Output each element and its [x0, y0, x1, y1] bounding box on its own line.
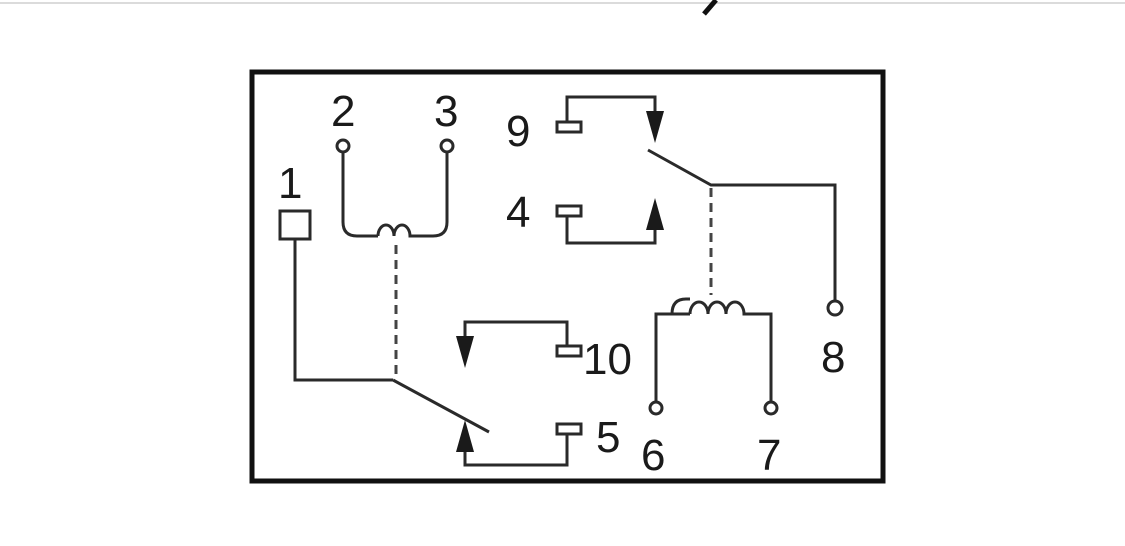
package-outline [249, 69, 886, 484]
pin-4-terminal [555, 204, 583, 218]
pin-5-terminal [555, 422, 583, 436]
coil-b [648, 297, 779, 416]
pin-label-4: 4 [506, 188, 530, 237]
pin-10-terminal [555, 344, 583, 358]
pin-label-5: 5 [596, 413, 620, 462]
arrow-up-a [456, 420, 474, 452]
arrow-down-a [456, 336, 474, 368]
pin-7-terminal [763, 400, 779, 416]
switch-b-blade [647, 148, 837, 300]
pin-9-terminal [555, 120, 583, 134]
coil-a [335, 138, 455, 378]
coil-a-winding [376, 223, 412, 238]
pin-label-8: 8 [821, 333, 845, 382]
coil-b-winding [670, 297, 746, 316]
pin-label-3: 3 [434, 87, 458, 136]
cropped-glyph [702, 0, 718, 16]
pin-label-2: 2 [331, 87, 355, 136]
pin-1-terminal [278, 209, 312, 241]
pin-label-1: 1 [278, 159, 302, 208]
switch-b [555, 95, 844, 317]
pin-6-terminal [648, 400, 664, 416]
pin-3-terminal [439, 138, 455, 154]
pin-label-6: 6 [641, 431, 665, 480]
switch-a [278, 209, 583, 467]
switch-a-blade [392, 378, 490, 434]
pin-label-9: 9 [506, 107, 530, 156]
pin-2-terminal [335, 138, 351, 154]
pin-label-7: 7 [757, 431, 781, 480]
arrow-up-b [646, 198, 664, 230]
pin-label-10: 10 [583, 335, 632, 384]
arrow-down-b [646, 111, 664, 143]
pin-8-terminal [826, 299, 844, 317]
